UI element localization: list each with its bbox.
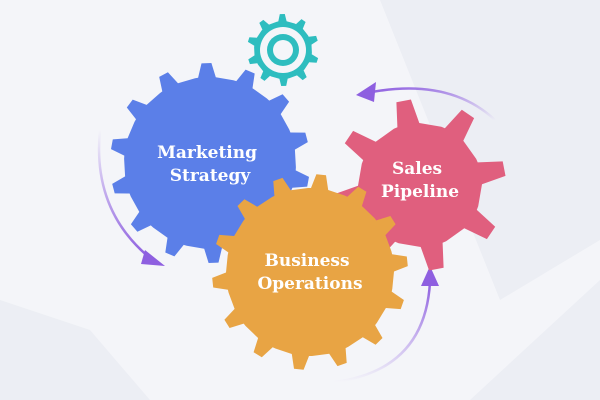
arrow-left xyxy=(97,128,165,266)
gear-marketing-line-2: Strategy xyxy=(170,166,252,186)
gear-operations-body xyxy=(212,174,408,370)
gear-operations-label: Business Operations xyxy=(257,251,362,294)
gear-business-operations: Business Operations xyxy=(212,174,408,370)
background-shape-top-right xyxy=(380,0,600,300)
gear-marketing-label: Marketing Strategy xyxy=(157,143,263,186)
gear-sales-label: Sales Pipeline xyxy=(381,159,459,202)
gear-operations-line-1: Business xyxy=(265,251,350,271)
gear-operations-line-2: Operations xyxy=(257,274,362,294)
gear-sales-line-1: Sales xyxy=(392,159,442,179)
background-shape-bottom-right xyxy=(470,280,600,400)
arrow-bottom-right xyxy=(333,266,439,384)
gear-marketing-line-1: Marketing xyxy=(157,143,257,163)
gear-small xyxy=(247,14,319,86)
gear-sales-line-2: Pipeline xyxy=(381,182,459,202)
arrow-top-right xyxy=(356,82,497,122)
background-shape-bottom-left xyxy=(0,300,150,400)
